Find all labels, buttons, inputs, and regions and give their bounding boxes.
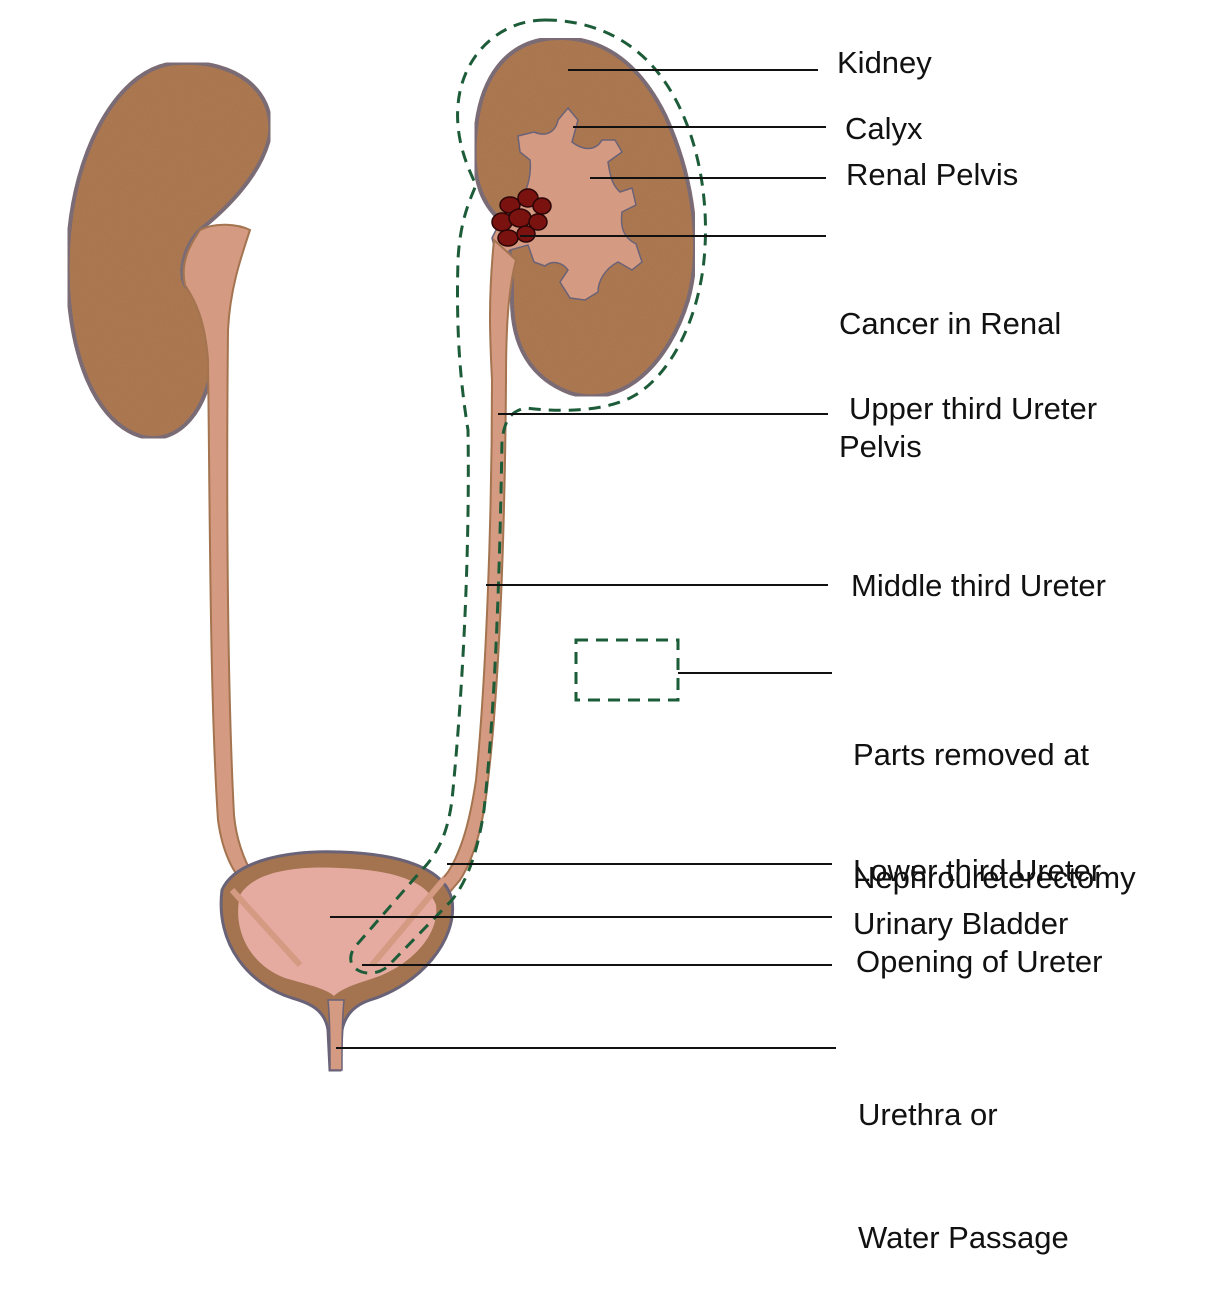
cancer-nodule [517,226,535,242]
label-cancer-line2: Pelvis [839,426,1061,467]
cancer-nodule [533,198,551,214]
label-kidney: Kidney [837,42,932,83]
label-cancer: Cancer in Renal Pelvis [839,221,1061,508]
cancer-nodule [498,230,518,246]
label-middle-ureter: Middle third Ureter [851,565,1106,606]
label-calyx: Calyx [845,108,923,149]
label-opening: Opening of Ureter [856,941,1102,982]
label-urethra-line1: Urethra or [858,1094,1069,1135]
legend-dashed-box [576,640,678,700]
cancer-nodule [509,209,531,227]
urethra [328,1000,344,1070]
label-urethra: Urethra or Water Passage [858,1012,1069,1299]
label-renal-pelvis: Renal Pelvis [846,154,1018,195]
label-lower-ureter: Lower third Ureter [853,850,1101,891]
label-urethra-line2: Water Passage [858,1217,1069,1258]
label-legend: Parts removed at Nephroureterectomy [853,652,1136,939]
label-upper-ureter: Upper third Ureter [849,388,1097,429]
label-legend-line1: Parts removed at [853,734,1136,775]
label-cancer-line1: Cancer in Renal [839,303,1061,344]
label-bladder: Urinary Bladder [853,903,1068,944]
